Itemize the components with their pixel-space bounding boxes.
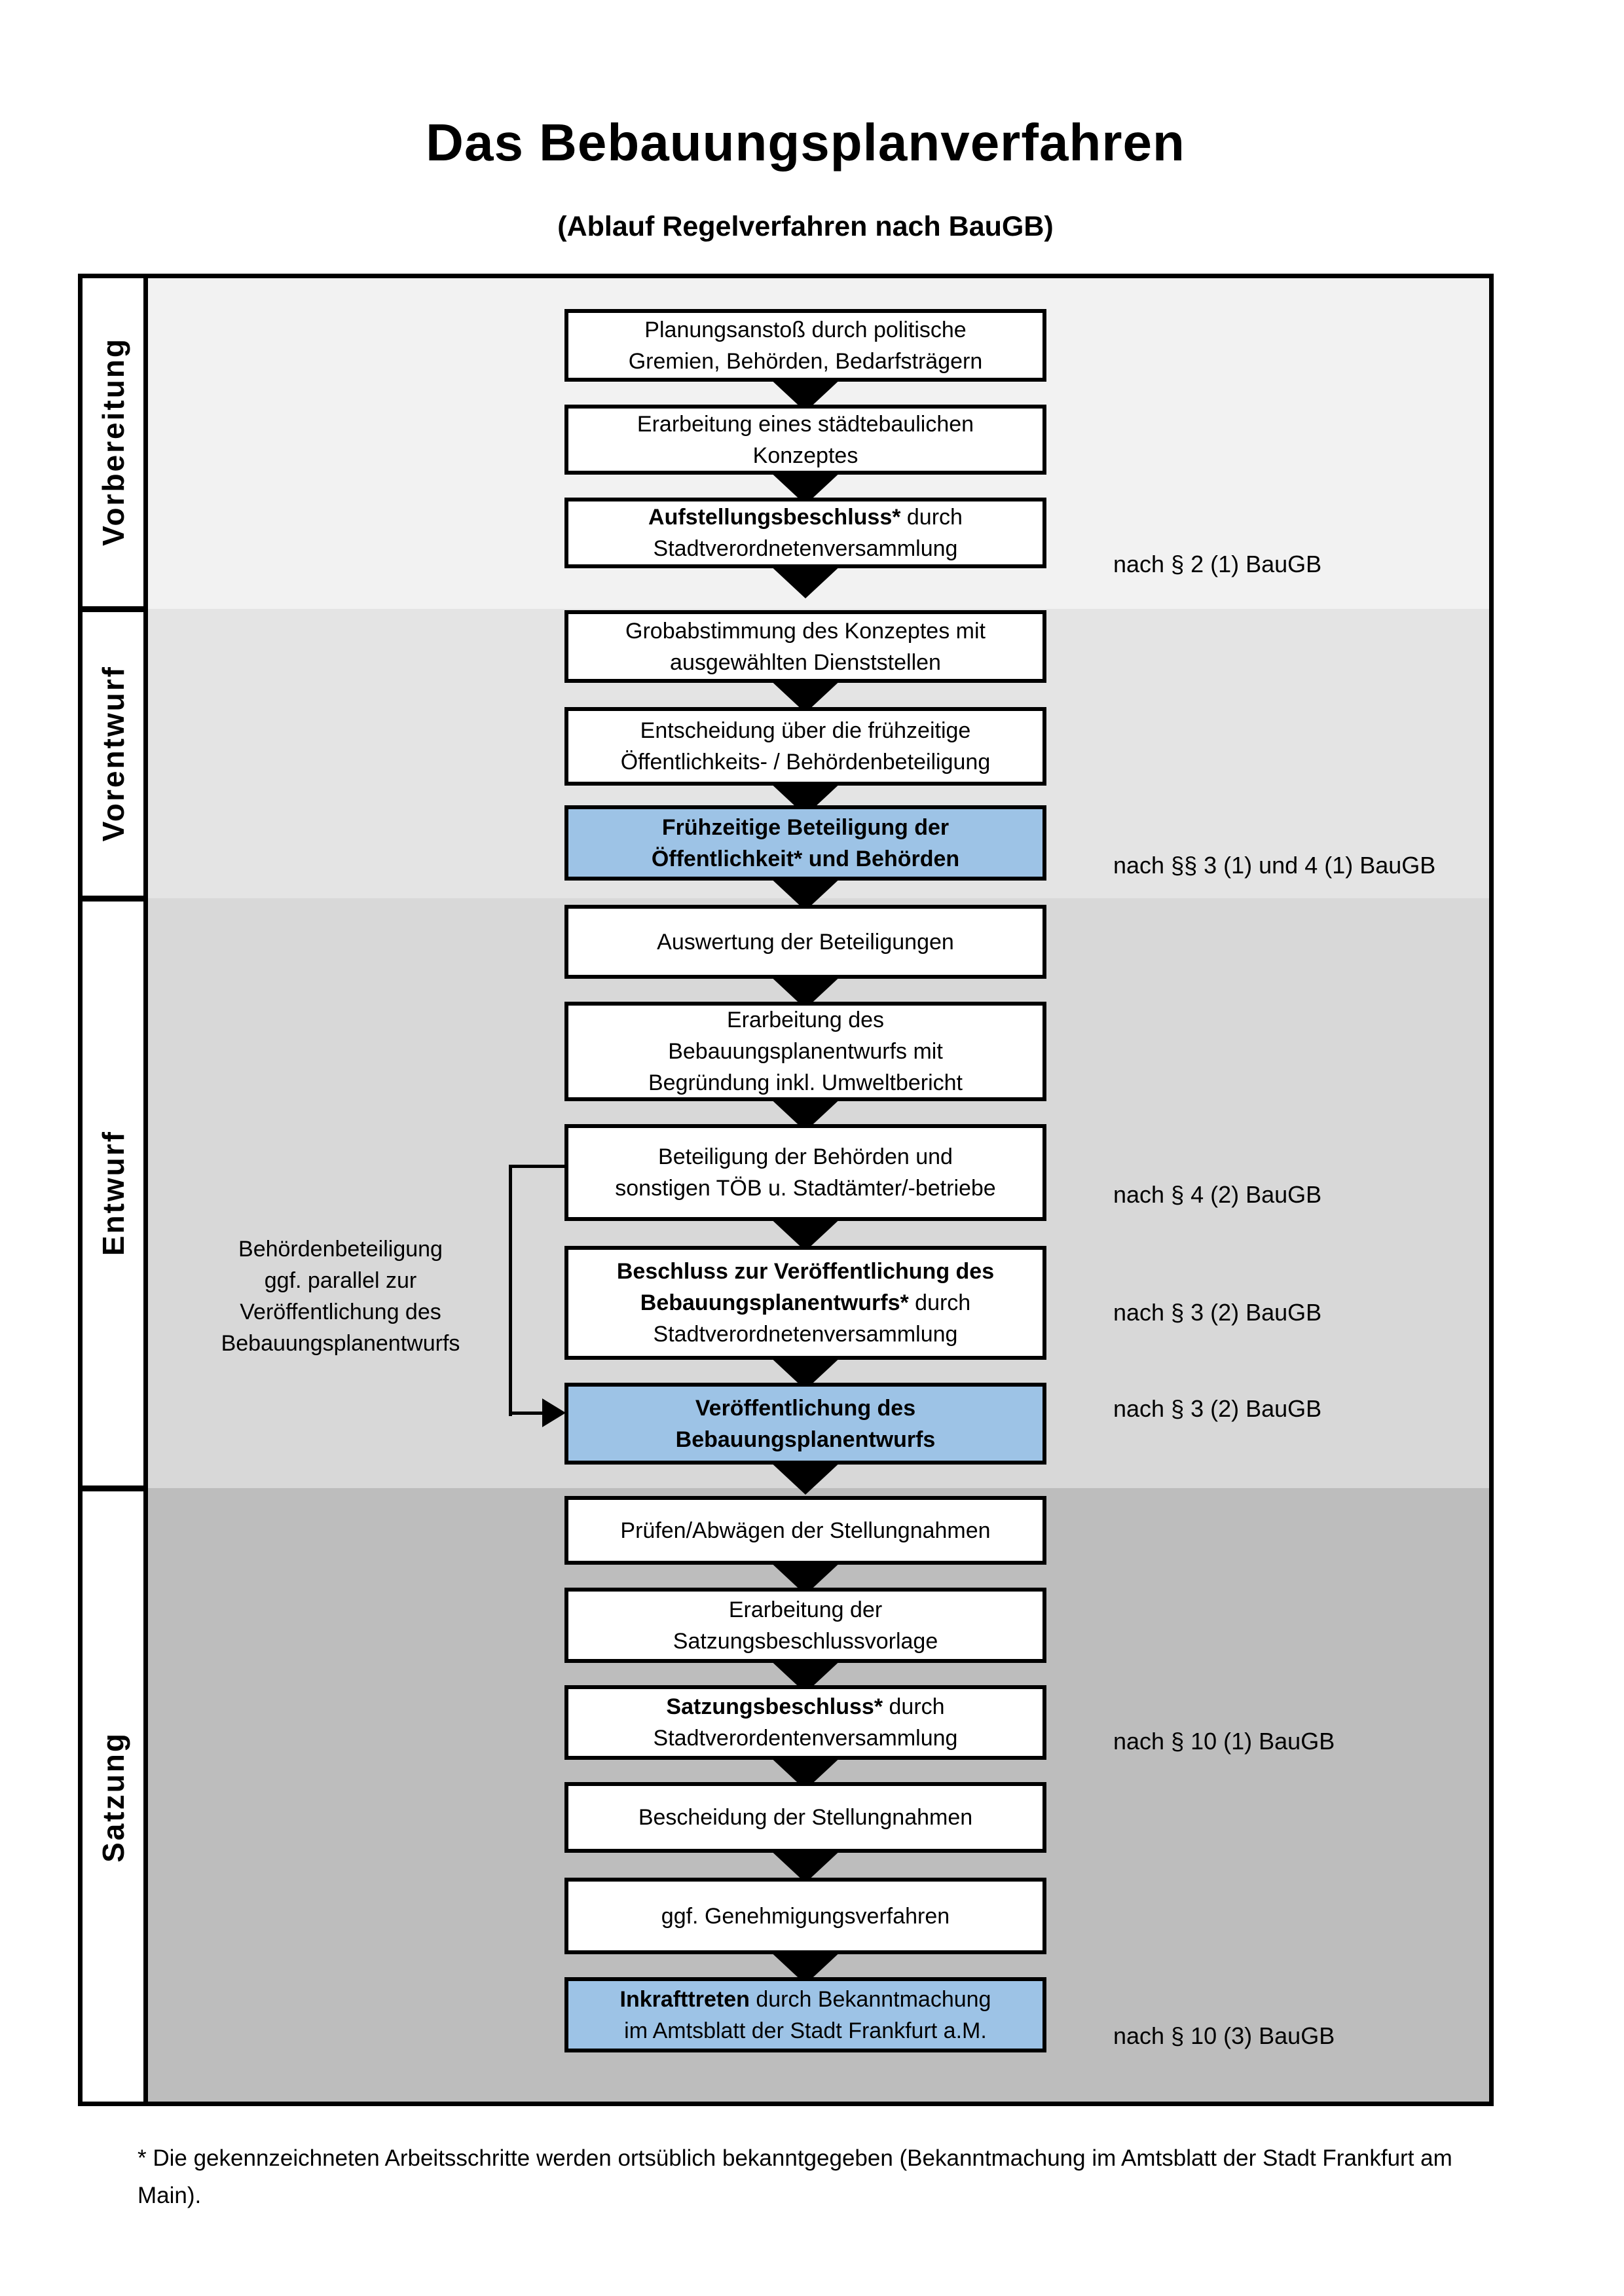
flow-box-text-line: ausgewählten Dienststellen [670, 649, 941, 675]
flow-box-inkrafttreten: Inkrafttreten durch Bekanntmachung im Amt… [564, 1977, 1046, 2052]
flow-box-bescheidung: Bescheidung der Stellungnahmen [564, 1782, 1046, 1853]
phase-divider [83, 606, 143, 612]
phase-label: Satzung [96, 1732, 130, 1863]
phase-label: Vorentwurf [96, 665, 130, 842]
flow-box-text-line: im Amtsblatt der Stadt Frankfurt a.M. [624, 2018, 987, 2043]
legal-ref-satzungsbeschluss: nach § 10 (1) BauGB [1113, 1728, 1335, 1755]
flow-arrow-down-icon [767, 1216, 843, 1251]
phase-label-cell-satzung: Satzung [83, 1488, 143, 2106]
flow-box-text-line: Konzeptes [752, 443, 858, 468]
flow-box-text-line: Bebauungsplanentwurfs* durch [640, 1290, 971, 1315]
flow-box-text-line: Veröffentlichung des [695, 1395, 916, 1421]
legal-ref-veroeffentlichung: nach § 3 (2) BauGB [1113, 1395, 1322, 1422]
flow-box-text-line: ggf. Genehmigungsverfahren [661, 1903, 950, 1929]
flow-box-text-line: Öffentlichkeits- / Behördenbeteiligung [620, 750, 991, 774]
flow-box-behoerden-beteiligung: Beteiligung der Behörden und sonstigen TÖ… [564, 1124, 1046, 1221]
legal-ref-fruehzeitige-beteiligung: nach §§ 3 (1) und 4 (1) BauGB [1113, 852, 1436, 879]
phase-label: Vorbereitung [96, 337, 130, 546]
flow-box-text-line: Auswertung der Beteiligungen [657, 929, 954, 955]
flow-box-text-line: Entscheidung über die frühzeitige [640, 718, 971, 743]
flow-arrow-down-icon [767, 563, 843, 598]
phase-label-cell-vorentwurf: Vorentwurf [83, 609, 143, 898]
legal-ref-behoerden-beteiligung: nach § 4 (2) BauGB [1113, 1181, 1322, 1208]
flow-box-text-line: Gremien, Behörden, Bedarfsträgern [628, 348, 983, 374]
flow-box-text-line: Stadtverordnetenversammlung [653, 536, 958, 561]
flow-box-text-line: Beteiligung der Behörden und [658, 1144, 953, 1169]
connector-vertical-line [509, 1165, 512, 1416]
flow-box-pruefen-abwaegen: Prüfen/Abwägen der Stellungnahmen [564, 1496, 1046, 1565]
connector-bottom-line [509, 1412, 545, 1415]
flow-box-text-line: Begründung inkl. Umweltbericht [648, 1070, 963, 1095]
flow-box-text-line: Bescheidung der Stellungnahmen [638, 1805, 973, 1830]
flow-box-text-line: Beschluss zur Veröffentlichung des [616, 1259, 995, 1284]
flow-box-grobabstimmung: Grobabstimmung des Konzeptes mit ausgewäh… [564, 610, 1046, 683]
legal-ref-aufstellungsbeschluss: nach § 2 (1) BauGB [1113, 551, 1322, 577]
flow-box-text-line: Inkrafttreten durch Bekanntmachung [619, 1986, 991, 2012]
flow-box-text-line: Frühzeitige Beteiligung der [661, 814, 950, 840]
flow-box-text-line: Aufstellungsbeschluss* durch [648, 505, 963, 530]
side-note-parallel-procedure: Behördenbeteiligung ggf. parallel zur Ve… [221, 1237, 460, 1356]
flow-box-genehmigungsverfahren: ggf. Genehmigungsverfahren [564, 1878, 1046, 1954]
phase-divider [83, 896, 143, 902]
flow-box-auswertung: Auswertung der Beteiligungen [564, 905, 1046, 979]
phase-divider [83, 1485, 143, 1491]
flow-box-text-line: sonstigen TÖB u. Stadtämter/-betriebe [615, 1176, 996, 1201]
footnote: * Die gekennzeichneten Arbeitsschritte w… [138, 2145, 1452, 2208]
phase-column-separator [143, 274, 148, 2106]
page-subtitle: (Ablauf Regelverfahren nach BauGB) [557, 211, 1054, 242]
page-title: Das Bebauungsplanverfahren [426, 113, 1185, 172]
flow-box-text-line: Satzungsbeschlussvorlage [673, 1628, 938, 1654]
flow-box-text-line: Erarbeitung der [728, 1597, 883, 1622]
connector-arrowhead-icon [542, 1398, 566, 1427]
flow-box-text-line: Bebauungsplanentwurfs [675, 1427, 936, 1452]
phase-label-cell-entwurf: Entwurf [83, 898, 143, 1488]
flow-box-text-line: Erarbeitung eines städtebaulichen [637, 411, 974, 437]
phase-label-cell-vorbereitung: Vorbereitung [83, 274, 143, 609]
phase-label: Entwurf [96, 1130, 130, 1256]
flow-box-text-line: Bebauungsplanentwurfs mit [668, 1039, 943, 1064]
flow-box-text-line: Planungsanstoß durch politische [644, 317, 967, 342]
connector-top-line [509, 1165, 564, 1168]
legal-ref-inkrafttreten: nach § 10 (3) BauGB [1113, 2022, 1335, 2049]
flow-box-text-line: Stadtverordentenversammlung [653, 1726, 958, 1751]
flow-box-text-line: Grobabstimmung des Konzeptes mit [625, 618, 986, 644]
flow-box-text-line: Stadtverordnetenversammlung [653, 1322, 958, 1347]
flow-box-text-line: Öffentlichkeit* und Behörden [651, 846, 960, 871]
flow-arrow-down-icon [767, 1459, 843, 1495]
flow-box-text-line: Prüfen/Abwägen der Stellungnahmen [620, 1518, 991, 1543]
flow-arrow-down-icon [767, 1848, 843, 1883]
flow-box-text-line: Erarbeitung des [726, 1008, 885, 1032]
legal-ref-veroeffentlichungs-beschluss: nach § 3 (2) BauGB [1113, 1299, 1322, 1326]
flow-box-text-line: Satzungsbeschluss* durch [666, 1694, 945, 1719]
